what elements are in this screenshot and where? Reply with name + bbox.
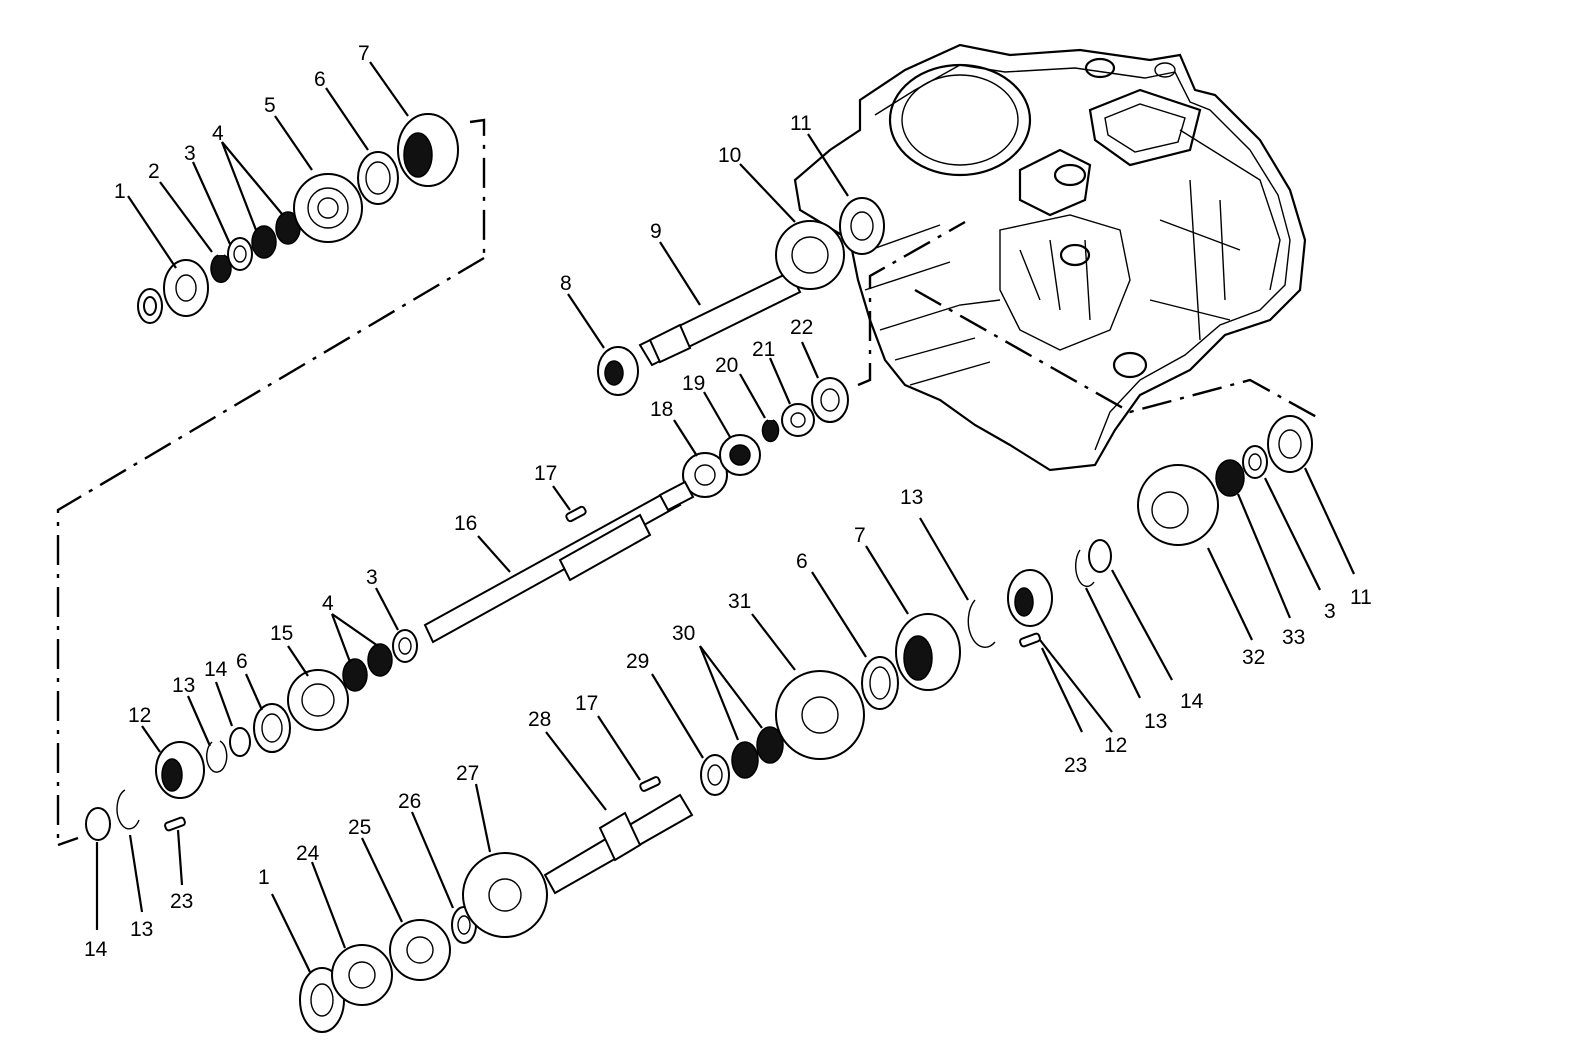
- callout-6-countershaft: 6: [796, 550, 808, 573]
- callout-21: 21: [752, 338, 775, 361]
- callout-7: 7: [358, 42, 370, 65]
- callout-12-right: 12: [1104, 734, 1127, 757]
- right-parts: [1137, 415, 1313, 546]
- callout-13-right: 13: [1144, 710, 1167, 733]
- mainshaft-parts: [85, 629, 418, 841]
- input-shaft-assembly: [597, 197, 885, 396]
- callout-3-right: 3: [1324, 600, 1336, 623]
- callout-17: 17: [534, 462, 557, 485]
- assembly-guide-lines: [56, 118, 1323, 847]
- callout-13-mainshaft: 13: [172, 674, 195, 697]
- callout-23-right: 23: [1064, 754, 1087, 777]
- callout-31: 31: [728, 590, 751, 613]
- callout-23-left: 23: [170, 890, 193, 913]
- callout-17-countershaft: 17: [575, 692, 598, 715]
- callout-32: 32: [1242, 646, 1265, 669]
- callout-6: 6: [314, 68, 326, 91]
- callout-22: 22: [790, 316, 813, 339]
- callout-14-mainshaft: 14: [204, 658, 228, 681]
- callout-labels: 1 2 3 4 5 6 7 8 9 10 11 22 21 20 19 18 1…: [84, 42, 1372, 961]
- callout-5: 5: [264, 94, 276, 117]
- callout-13-left: 13: [130, 918, 153, 941]
- callout-7-countershaft: 7: [854, 524, 866, 547]
- middle-parts-18-22: [682, 377, 849, 498]
- mainshaft: [423, 480, 695, 644]
- callout-11-right: 11: [1350, 586, 1372, 609]
- callout-12-mainshaft: 12: [128, 704, 151, 727]
- upper-left-parts: [137, 113, 459, 324]
- callout-4: 4: [212, 122, 224, 145]
- callout-19: 19: [682, 372, 705, 395]
- callout-33: 33: [1282, 626, 1305, 649]
- callout-29: 29: [626, 650, 649, 673]
- callout-20: 20: [715, 354, 738, 377]
- callout-30: 30: [672, 622, 695, 645]
- callout-14-left: 14: [84, 938, 108, 961]
- callout-6-mainshaft: 6: [236, 650, 248, 673]
- callout-10: 10: [718, 144, 741, 167]
- countershaft: [543, 539, 1112, 895]
- callout-11: 11: [790, 112, 812, 135]
- callout-25: 25: [348, 816, 371, 839]
- callout-16: 16: [454, 512, 477, 535]
- transmission-case: [793, 43, 1307, 472]
- callout-18: 18: [650, 398, 673, 421]
- lower-gears: [299, 852, 548, 1033]
- callout-1-lower: 1: [258, 866, 270, 889]
- callout-4-mainshaft: 4: [322, 592, 334, 615]
- callout-26: 26: [398, 790, 421, 813]
- callout-3: 3: [184, 142, 196, 165]
- callout-28: 28: [528, 708, 551, 731]
- callout-9: 9: [650, 220, 662, 243]
- callout-15: 15: [270, 622, 293, 645]
- callout-24: 24: [296, 842, 320, 865]
- callout-8: 8: [560, 272, 572, 295]
- callout-27: 27: [456, 762, 479, 785]
- callout-13-right-top: 13: [900, 486, 923, 509]
- callout-2: 2: [148, 160, 160, 183]
- callout-3-mainshaft: 3: [366, 566, 378, 589]
- callout-1: 1: [114, 180, 126, 203]
- leader-lines: [95, 61, 1355, 973]
- callout-14-right: 14: [1180, 690, 1204, 713]
